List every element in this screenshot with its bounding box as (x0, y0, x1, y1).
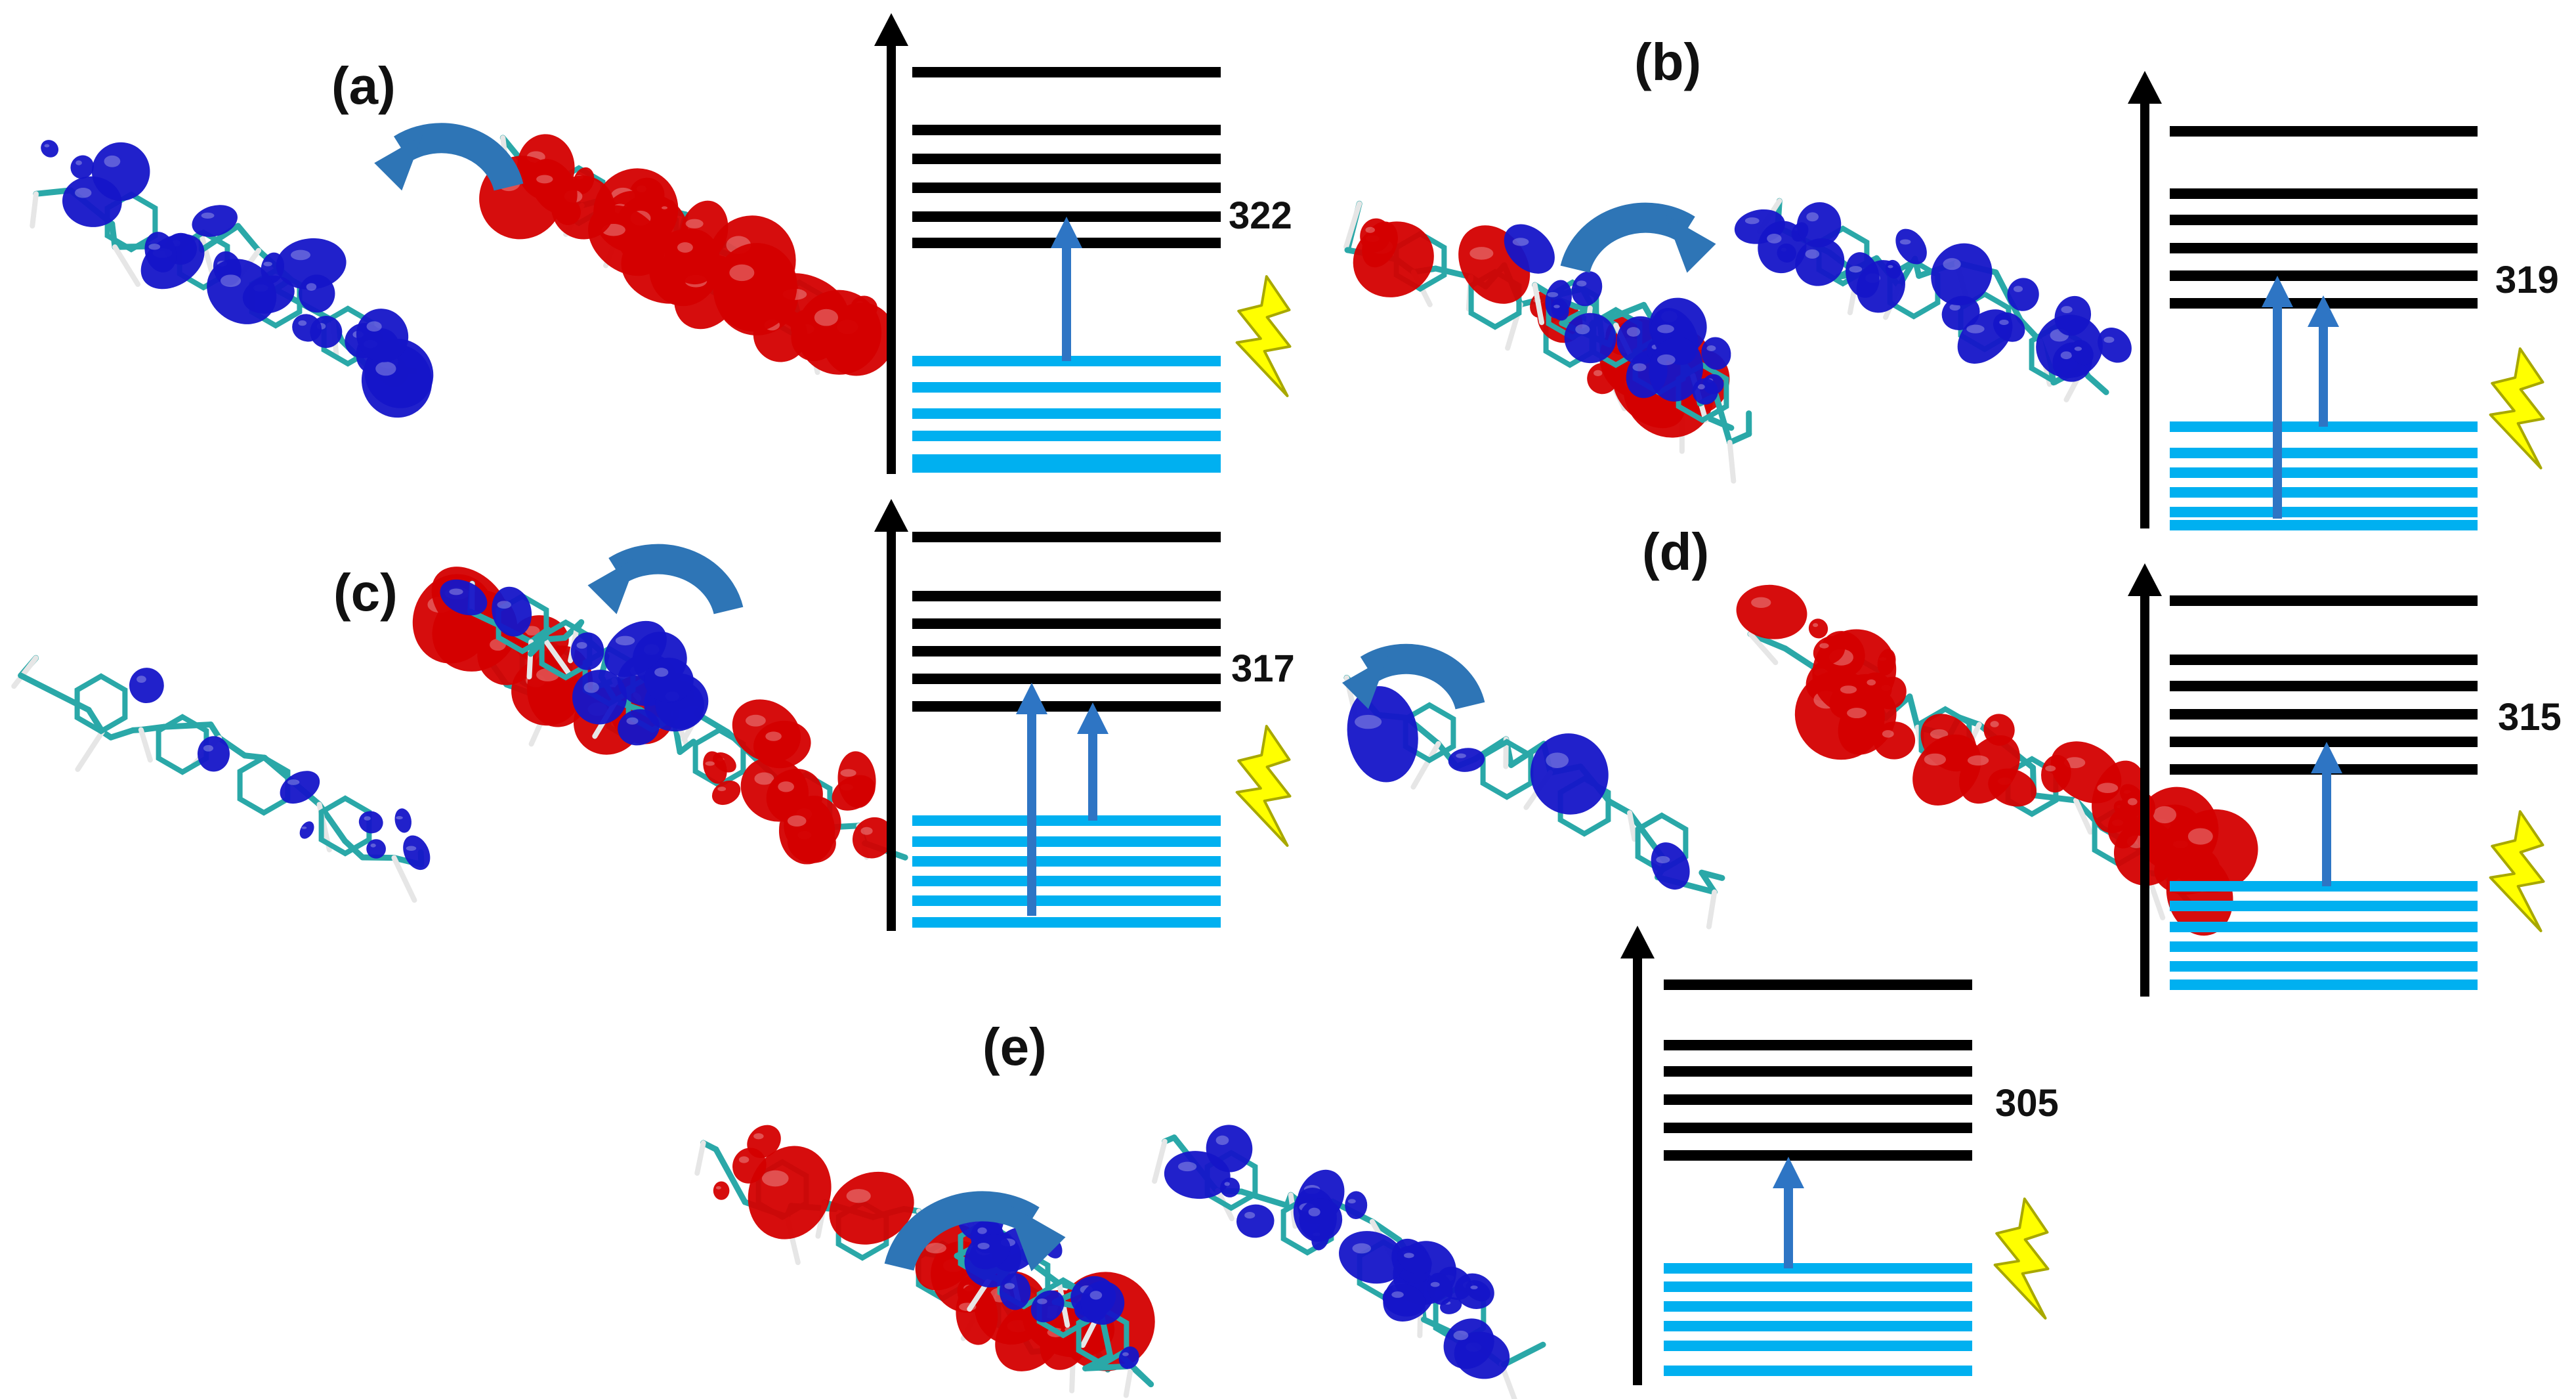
molecule-c-donor (11, 655, 431, 903)
molecule-b-donor-lobes (1504, 224, 1752, 484)
wavelength-label-e: 305 (1995, 1082, 2059, 1125)
energy-level-diagrams (874, 13, 2545, 1385)
energy-diagram-e (1620, 926, 2050, 1385)
curved-arrow-icon (1342, 643, 1485, 710)
arrow-head-icon (2262, 276, 2293, 307)
molecule-d-donor (1343, 674, 1725, 930)
lightning-bolt-icon (1993, 1197, 2050, 1320)
energy-diagram-a (874, 13, 1292, 474)
panel-label-c: (c) (333, 563, 398, 622)
molecule-renderings (11, 134, 2258, 1399)
arrow-up-icon (874, 13, 908, 46)
molecule-d-acceptor (1736, 584, 2258, 936)
molecule-b-acceptor (1734, 198, 2132, 402)
arrow-up-icon (2128, 71, 2162, 104)
lightning-bolt-icon (2489, 810, 2545, 932)
energy-diagram-c (874, 499, 1292, 931)
molecule-a-donor (30, 140, 434, 418)
arrow-head-icon (1051, 217, 1082, 248)
panel-label-d: (d) (1642, 523, 1709, 581)
lightning-bolt-icon (1235, 275, 1292, 397)
arrow-head-icon (2308, 295, 2339, 327)
wavelength-label-a: 322 (1229, 194, 1292, 237)
molecule-c-acceptor-lobes (440, 579, 709, 755)
lightning-bolt-icon (2489, 347, 2545, 469)
arrow-head-icon (1077, 702, 1109, 734)
energy-diagram-b (2128, 71, 2545, 530)
panel-label-b: (b) (1634, 33, 1701, 91)
curved-arrow-icon (587, 544, 744, 615)
arrow-up-icon (874, 499, 908, 532)
panel-label-a: (a) (331, 56, 396, 115)
curved-arrow-icon (374, 123, 524, 192)
panel-label-e: (e) (982, 1018, 1047, 1076)
curved-arrow-icon (1560, 202, 1716, 274)
wavelength-label-d: 315 (2498, 696, 2562, 739)
molecule-e-acceptor (1152, 1125, 1546, 1399)
arrow-up-icon (1620, 926, 1655, 958)
lightning-bolt-icon (1235, 725, 1292, 847)
energy-diagram-d (2128, 563, 2545, 997)
arrow-head-icon (1773, 1157, 1804, 1188)
arrow-head-icon (2311, 742, 2342, 773)
molecule-e-donor (694, 1125, 1155, 1394)
wavelength-label-b: 319 (2495, 259, 2559, 301)
arrow-head-icon (1016, 683, 1047, 714)
molecule-a-acceptor (479, 134, 896, 376)
arrow-up-icon (2128, 563, 2162, 596)
charge-transfer-arrows (374, 123, 1716, 1272)
wavelength-label-c: 317 (1231, 647, 1295, 690)
curved-arrow-icon (884, 1191, 1066, 1272)
